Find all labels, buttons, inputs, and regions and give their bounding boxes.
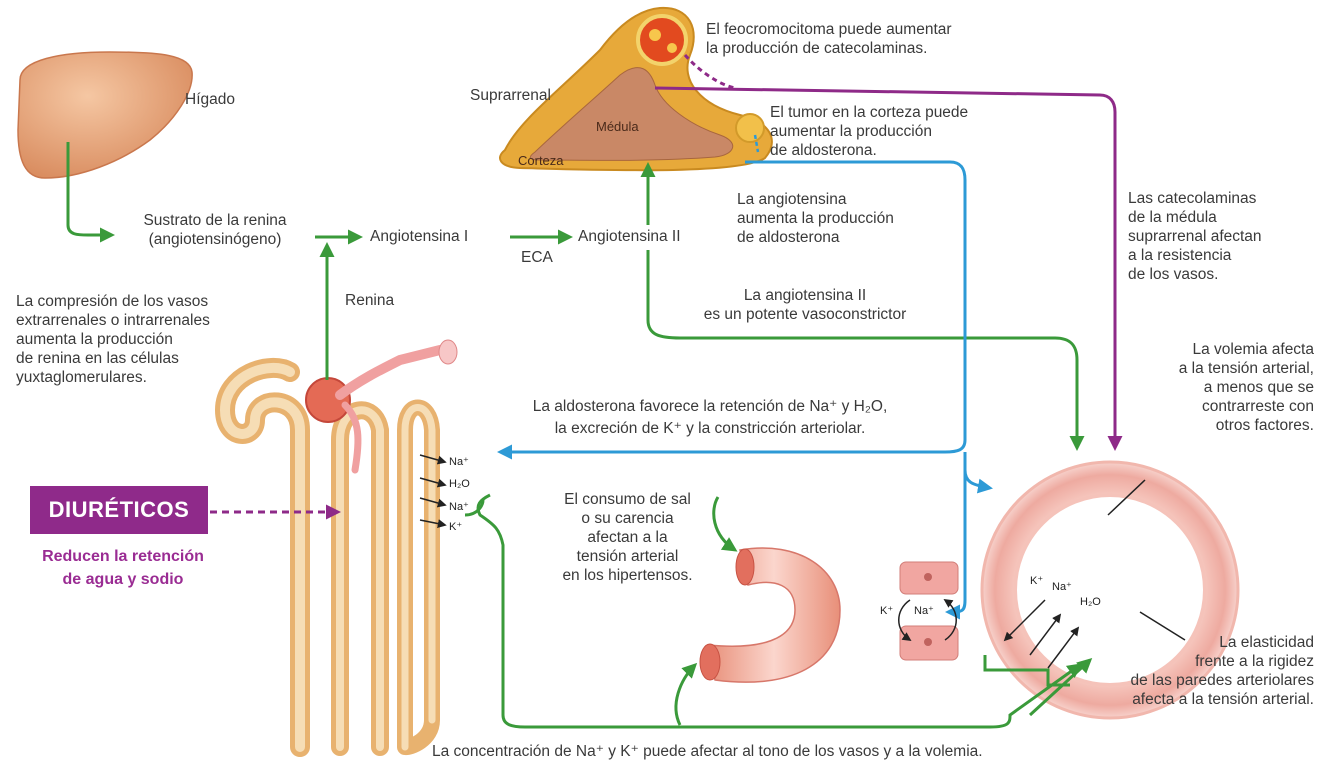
cell-ion-1: K⁺ bbox=[880, 604, 893, 617]
liver-shape bbox=[18, 52, 192, 178]
salt-note: El consumo de sal o su carencia afectan … bbox=[540, 490, 715, 585]
intestine-shape bbox=[708, 548, 840, 682]
angiotensin-1-label: Angiotensina I bbox=[370, 227, 468, 246]
ace-label: ECA bbox=[521, 248, 553, 267]
nephron-shape bbox=[225, 368, 432, 747]
vessel-ion-3: H₂O bbox=[1080, 596, 1101, 608]
kidney-ion-3: Na⁺ bbox=[449, 500, 469, 513]
aldosterone-note-2: la excreción de K⁺ y la constricción art… bbox=[470, 419, 950, 438]
arrow-salt bbox=[714, 497, 735, 550]
vessel-ion-1: K⁺ bbox=[1030, 574, 1043, 587]
cortex-label: Corteza bbox=[518, 151, 564, 170]
renal-artery-shape bbox=[340, 350, 440, 395]
renin-substrate-label: Sustrato de la renina (angiotensinógeno) bbox=[110, 211, 320, 249]
renin-label: Renina bbox=[345, 291, 394, 310]
kidney-ion-2: H₂O bbox=[449, 478, 470, 490]
angiotensin-vasoconstrictor-note: La angiotensina II es un potente vasocon… bbox=[660, 286, 950, 324]
cortex-tumor-shape bbox=[736, 114, 764, 142]
catecholamines-note: Las catecolaminas de la médula suprarren… bbox=[1128, 189, 1262, 284]
angiotensin-aldosterone-note: La angiotensina aumenta la producción de… bbox=[737, 190, 894, 247]
angiotensin-2-label: Angiotensina II bbox=[578, 227, 681, 246]
aldosterone-note-1: La aldosterona favorece la retención de … bbox=[470, 397, 950, 416]
na-k-note: La concentración de Na⁺ y K⁺ puede afect… bbox=[432, 742, 983, 761]
pheochromocytoma-shape bbox=[638, 16, 686, 64]
cortex-tumor-note: El tumor en la corteza puede aumentar la… bbox=[770, 103, 1070, 160]
cell-ion-2: Na⁺ bbox=[914, 604, 934, 617]
kidney-ion-4: K⁺ bbox=[449, 520, 462, 533]
volemia-note: La volemia afecta a la tensión arterial,… bbox=[1120, 340, 1314, 435]
liver-label: Hígado bbox=[185, 90, 235, 109]
vessel-ion-2: Na⁺ bbox=[1052, 580, 1072, 593]
diuretics-title: DIURÉTICOS bbox=[30, 486, 208, 534]
adrenal-label: Suprarrenal bbox=[470, 86, 551, 105]
glomerulus-shape bbox=[306, 378, 350, 422]
diuretics-subtitle: Reducen la retención de agua y sodio bbox=[8, 545, 238, 591]
compression-note: La compresión de los vasos extrarrenales… bbox=[16, 292, 210, 387]
elasticity-note: La elasticidad frente a la rigidez de la… bbox=[1050, 633, 1314, 709]
kidney-ion-1: Na⁺ bbox=[449, 455, 469, 468]
medulla-label: Médula bbox=[596, 117, 639, 136]
pheochromocytoma-note: El feocromocitoma puede aumentar la prod… bbox=[706, 20, 952, 58]
